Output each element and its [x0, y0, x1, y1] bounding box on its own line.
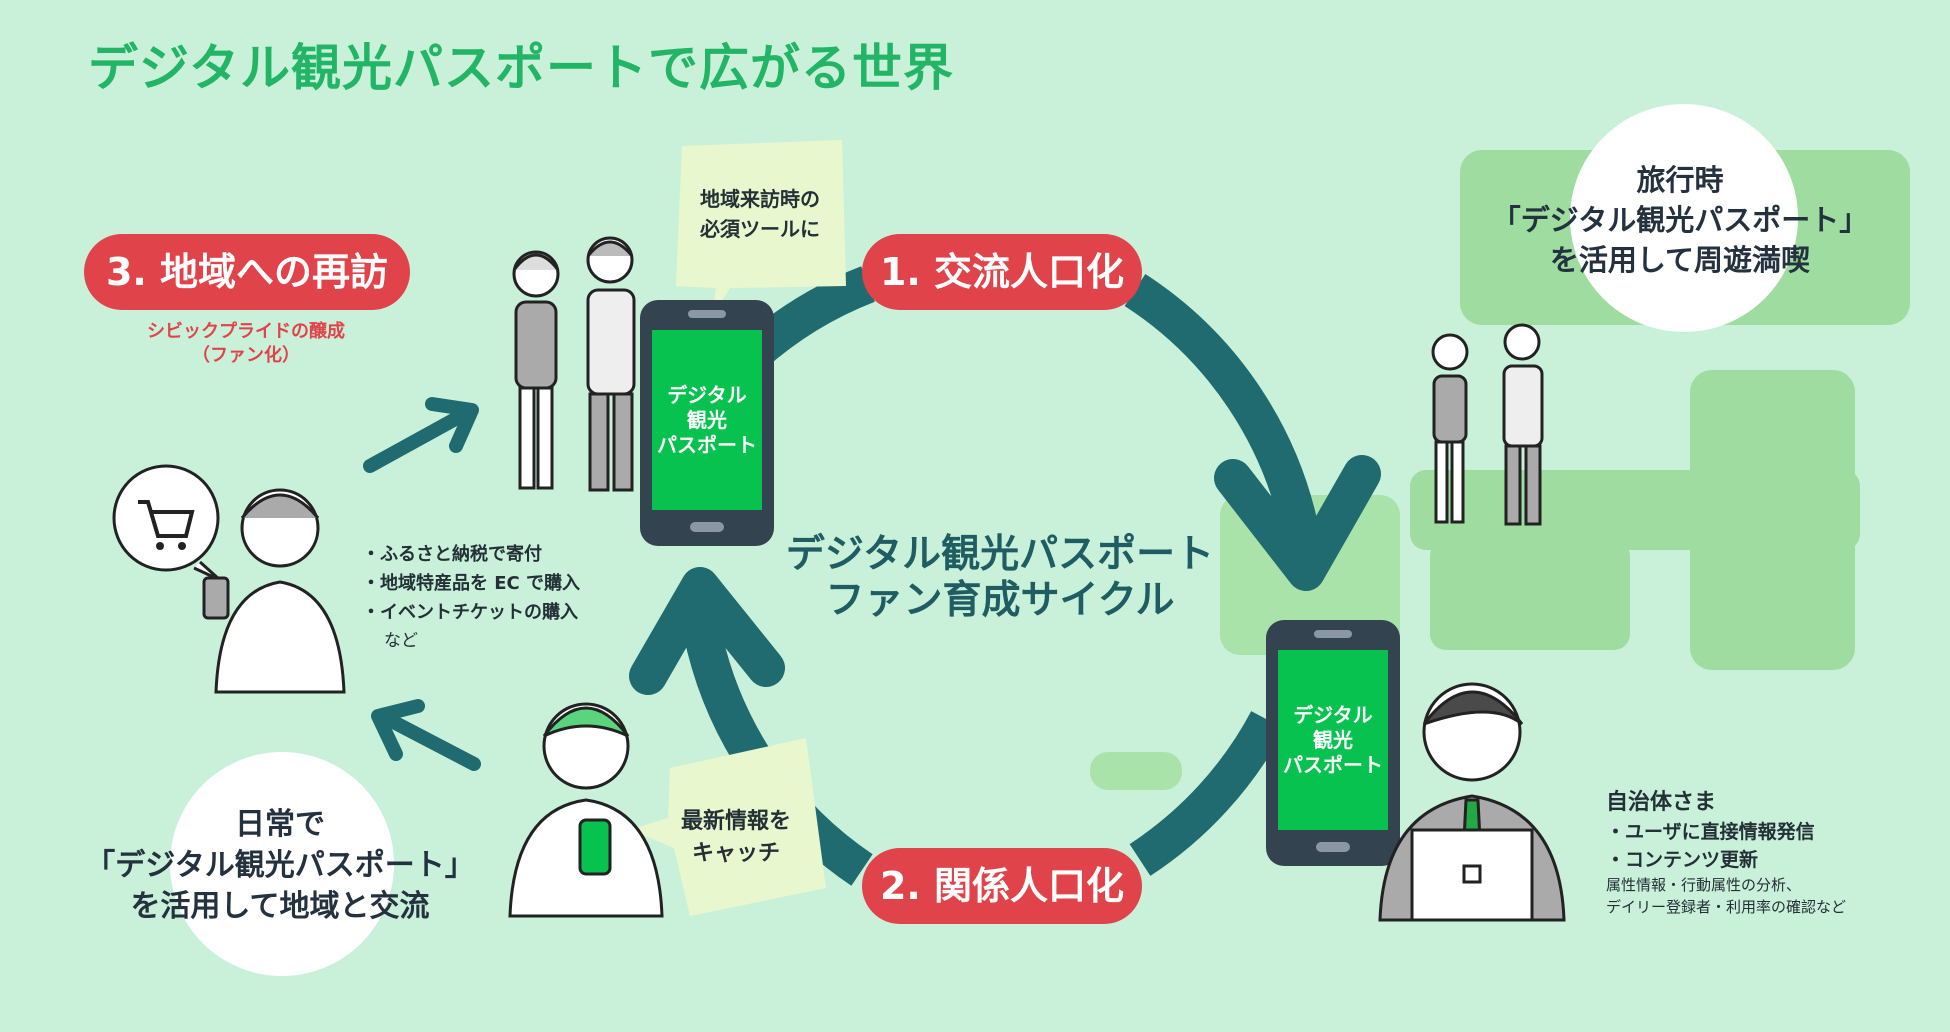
cycle-center-title: デジタル観光パスポート ファン育成サイクル [740, 532, 1260, 624]
bubble-top-line1: 地域来訪時の [700, 187, 820, 211]
daily-circle [170, 752, 394, 976]
phone-top-label-2: 観光 [687, 407, 727, 432]
laptop-icon [1410, 828, 1534, 922]
step-3-sub-line2: （ファン化） [192, 345, 300, 366]
step-3-sub-line1: シビックプライドの醸成 [147, 321, 345, 342]
bubble-bottom-line1: 最新情報を [680, 809, 791, 834]
municipality-officer-illustration [1378, 682, 1566, 922]
phone-right-label: デジタル 観光 パスポート [1283, 703, 1383, 778]
phone-home [690, 522, 724, 532]
bubble-top-line2: 必須ツールに [700, 217, 820, 241]
step-2-pill: 2. 関係人口化 [862, 848, 1142, 924]
municipality-detail-1: 属性情報・行動属性の分析、 [1606, 876, 1802, 894]
passport-phone-right: デジタル 観光 パスポート [1266, 620, 1400, 866]
phone-right-label-2: 観光 [1313, 727, 1353, 752]
cycle-arc-bottom [1129, 710, 1285, 876]
bubble-bottom-line2: キャッチ [691, 841, 780, 866]
young-user-illustration [508, 702, 664, 918]
phone-home [1316, 842, 1350, 852]
phone-top-label-1: デジタル [667, 382, 747, 407]
municipality-item: ・コンテンツ更新 [1606, 849, 1759, 871]
bubble-top: 地域来訪時の 必須ツールに [680, 184, 840, 244]
bubble-bottom-shape [630, 738, 826, 916]
travel-line2: 「デジタル観光パスポート」 [1491, 203, 1869, 237]
phone-top-label-3: パスポート [657, 432, 757, 457]
municipality-detail-2: デイリー登録者・利用率の確認など [1606, 898, 1847, 916]
support-actions: ・ふるさと納税で寄付 ・地域特産品を EC で購入 ・イベントチケットの購入 な… [362, 540, 662, 655]
arrow-to-support [371, 699, 481, 771]
phone-right-label-3: パスポート [1283, 752, 1383, 777]
support-item: ・ふるさと納税で寄付 [362, 544, 542, 565]
daily-line2: 「デジタル観光パスポート」 [85, 848, 475, 883]
cycle-title-line1: デジタル観光パスポート [785, 532, 1215, 577]
support-etc: など [384, 631, 418, 651]
step-3-pill: 3. 地域への再訪 [84, 234, 410, 310]
bubble-bottom: 最新情報を キャッチ [656, 806, 816, 870]
bubble-top-shape [676, 140, 846, 316]
travel-line1: 旅行時 [1636, 163, 1724, 197]
page-title: デジタル観光パスポートで広がる世界 [88, 39, 954, 97]
smartphone-icon: デジタル 観光 パスポート [652, 330, 762, 510]
travel-line3: を活用して周遊満喫 [1549, 243, 1811, 277]
arrow-to-revisit [363, 397, 479, 473]
municipality-item: ・ユーザに直接情報発信 [1606, 821, 1815, 843]
phone-speaker [1314, 630, 1352, 638]
phone-top-label: デジタル 観光 パスポート [657, 383, 757, 458]
municipality-heading: 自治体さま [1606, 790, 1717, 815]
support-item: ・イベントチケットの購入 [362, 602, 578, 623]
smartphone-icon: デジタル 観光 パスポート [1278, 650, 1388, 830]
step-3-subtitle: シビックプライドの醸成 （ファン化） [90, 320, 402, 368]
passport-phone-top: デジタル 観光 パスポート [640, 300, 774, 546]
daily-caption: 日常で 「デジタル観光パスポート」 を活用して地域と交流 [60, 804, 500, 927]
tourist-couple-illustration [512, 236, 636, 492]
support-list: ・ふるさと納税で寄付 ・地域特産品を EC で購入 ・イベントチケットの購入 [362, 540, 662, 627]
shopping-user-illustration [112, 464, 346, 694]
cycle-arc-right [1124, 274, 1381, 591]
cycle-title-line2: ファン育成サイクル [825, 578, 1175, 623]
municipality-info: 自治体さま ・ユーザに直接情報発信 ・コンテンツ更新 属性情報・行動属性の分析、… [1606, 788, 1936, 918]
phone-speaker [688, 310, 726, 318]
step-1-pill: 1. 交流人口化 [862, 234, 1142, 310]
travel-caption: 旅行時 「デジタル観光パスポート」 を活用して周遊満喫 [1470, 160, 1890, 280]
municipality-list: ・ユーザに直接情報発信 ・コンテンツ更新 [1606, 818, 1936, 874]
daily-line1: 日常で [235, 807, 325, 842]
phone-right-label-1: デジタル [1293, 702, 1373, 727]
daily-line3: を活用して地域と交流 [130, 889, 430, 924]
tourist-couple-right-illustration [1431, 323, 1544, 526]
support-item: ・地域特産品を EC で購入 [362, 573, 581, 594]
cart-icon [112, 464, 222, 582]
travel-circle [1570, 104, 1798, 332]
